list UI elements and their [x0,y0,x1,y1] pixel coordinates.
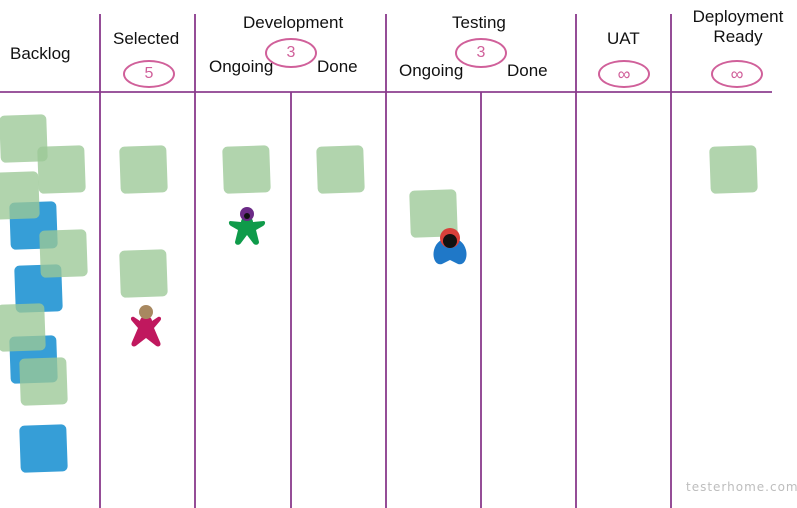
kanban-card[interactable] [19,357,68,406]
column-divider [385,14,387,508]
column-header-testing: Testing [452,13,506,32]
wip-limit-deployment-ready: ∞ [711,60,763,88]
watermark: testerhome.com [686,480,797,494]
subcolumn-test-ongoing: Ongoing [399,61,464,80]
kanban-card[interactable] [119,145,168,194]
subcolumn-dev-ongoing: Ongoing [209,57,274,76]
wip-limit-uat: ∞ [598,60,650,88]
column-header-backlog: Backlog [10,44,71,63]
column-divider [194,14,196,508]
person-icon [228,207,266,245]
subcolumn-dev-done: Done [317,57,358,76]
column-header-development: Development [243,13,344,32]
kanban-card[interactable] [0,171,40,220]
kanban-card[interactable] [0,303,46,352]
kanban-card[interactable] [222,145,271,194]
person-icon [130,305,162,347]
column-divider [99,14,101,508]
subcolumn-test-done: Done [507,61,548,80]
subcolumn-divider [290,92,292,508]
column-header-uat: UAT [607,29,640,48]
kanban-card[interactable] [37,145,86,194]
kanban-card[interactable] [119,249,168,298]
wip-limit-selected: 5 [123,60,175,88]
column-header-deployment-ready: Deployment Ready [692,7,784,46]
kanban-card[interactable] [19,424,68,473]
wip-limit-testing: 3 [455,38,507,68]
column-divider [670,14,672,508]
kanban-card[interactable] [39,229,88,278]
kanban-card[interactable] [316,145,365,194]
subcolumn-divider [480,92,482,508]
wip-limit-development: 3 [265,38,317,68]
person-icon [433,228,467,265]
column-header-selected: Selected [113,29,180,48]
column-divider [575,14,577,508]
kanban-card[interactable] [709,145,758,194]
